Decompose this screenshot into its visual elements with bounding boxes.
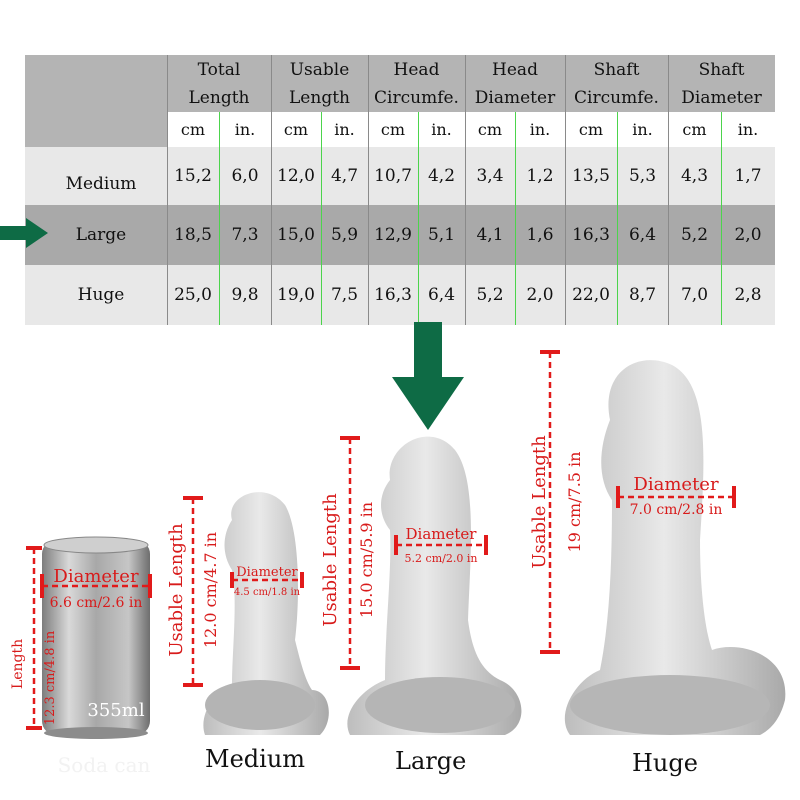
huge-diameter-value: 7.0 cm/2.8 in — [630, 502, 723, 518]
unit-label-cm: cm — [682, 120, 707, 139]
row-label-medium: Medium — [65, 174, 137, 194]
table-cell: 4,7 — [330, 166, 359, 186]
table-cell: 25,0 — [174, 285, 212, 305]
table-cell: 2,8 — [734, 285, 762, 305]
table-cell: 6,4 — [427, 285, 456, 305]
unit-label-in: in. — [431, 120, 452, 139]
unit-label-in: in. — [737, 120, 759, 139]
table-row-large-bg — [25, 205, 775, 265]
table-cell: 12,9 — [374, 225, 412, 245]
table-cell: 3,4 — [476, 166, 504, 186]
can-caption: Soda can — [58, 753, 151, 777]
table-cell: 16,3 — [374, 285, 412, 305]
caption-large: Large — [395, 747, 467, 775]
table-cell: 15,0 — [277, 225, 315, 245]
table-cell: 12,0 — [277, 166, 315, 186]
arrow-right-icon — [0, 218, 48, 248]
unit-label-in: in. — [334, 120, 355, 139]
huge-diameter-label: Diameter — [633, 474, 719, 495]
medium-length-value: 12.0 cm/4.7 in — [201, 532, 220, 648]
table-cell: 10,7 — [374, 166, 412, 186]
table-row-huge-bg — [25, 265, 775, 325]
unit-label-cm: cm — [477, 120, 503, 139]
large-diameter-value: 5.2 cm/2.0 in — [405, 552, 478, 565]
table-cell: 2,0 — [734, 225, 762, 245]
large-diameter-label: Diameter — [406, 525, 478, 543]
table-cell: 19,0 — [277, 285, 315, 305]
table-cell: 4,1 — [476, 225, 504, 245]
unit-label-cm: cm — [380, 120, 406, 139]
large-length-value: 15.0 cm/5.9 in — [357, 502, 376, 618]
table-row-medium-bg — [25, 147, 775, 205]
unit-label-cm: cm — [283, 120, 309, 139]
soda-can — [42, 536, 150, 739]
huge-length-value: 19 cm/7.5 in — [565, 452, 584, 553]
product-medium-shape — [203, 492, 329, 735]
table-cell: 5,9 — [330, 225, 359, 245]
unit-label-cm: cm — [578, 120, 604, 139]
unit-label-in: in. — [529, 120, 551, 139]
unit-label-cm: cm — [180, 120, 206, 139]
table-cell: 13,5 — [572, 166, 610, 186]
table-cell: 5,2 — [476, 285, 504, 305]
table-cell: 1,2 — [526, 166, 554, 186]
table-cell: 4,2 — [427, 166, 456, 186]
table-cell: 6,4 — [628, 225, 657, 245]
arrow-down-icon — [392, 322, 464, 430]
table-cell: 5,3 — [628, 166, 657, 186]
row-label-huge: Huge — [77, 285, 125, 305]
can-volume: 355ml — [87, 700, 144, 721]
caption-medium: Medium — [205, 745, 306, 773]
can-diameter-label: Diameter — [53, 566, 139, 587]
table-cell: 1,7 — [734, 166, 762, 186]
table-cell: 18,5 — [174, 225, 212, 245]
table-cell: 1,6 — [526, 225, 554, 245]
table-cell: 9,8 — [231, 285, 259, 305]
caption-huge: Huge — [632, 749, 698, 777]
table-cell: 15,2 — [174, 166, 212, 186]
table-cell: 16,3 — [572, 225, 610, 245]
table-cell: 2,0 — [526, 285, 554, 305]
table-cell: 7,0 — [680, 285, 709, 305]
table-cell: 22,0 — [572, 285, 610, 305]
large-length-label: Usable Length — [320, 493, 341, 627]
huge-length-label: Usable Length — [529, 435, 550, 569]
row-label-large: Large — [75, 225, 127, 245]
product-large-shape — [347, 436, 522, 735]
unit-label-in: in. — [632, 120, 653, 139]
table-cell: 7,3 — [231, 225, 259, 245]
table-cell: 7,5 — [330, 285, 359, 305]
can-diameter-value: 6.6 cm/2.6 in — [50, 595, 143, 611]
medium-diameter-label: Diameter — [236, 565, 298, 580]
can-length-label: Length — [10, 639, 26, 689]
table-cell: 8,7 — [628, 285, 657, 305]
table-cell: 5,2 — [680, 225, 709, 245]
table-cell: 5,1 — [427, 225, 456, 245]
unit-label-in: in. — [234, 120, 256, 139]
medium-diameter-value: 4.5 cm/1.8 in — [234, 587, 301, 598]
medium-length-label: Usable Length — [166, 523, 187, 657]
product-huge-shape — [564, 360, 786, 735]
table-header-band — [25, 55, 775, 112]
can-length-value: 12.3 cm/4.8 in — [43, 630, 58, 725]
table-header-label-cell — [25, 112, 167, 147]
product-illustration: Diameter 6.6 cm/2.6 in Length 12.3 cm/4.… — [10, 350, 786, 777]
table-cell: 4,3 — [680, 166, 709, 186]
table-cell: 6,0 — [231, 166, 259, 186]
